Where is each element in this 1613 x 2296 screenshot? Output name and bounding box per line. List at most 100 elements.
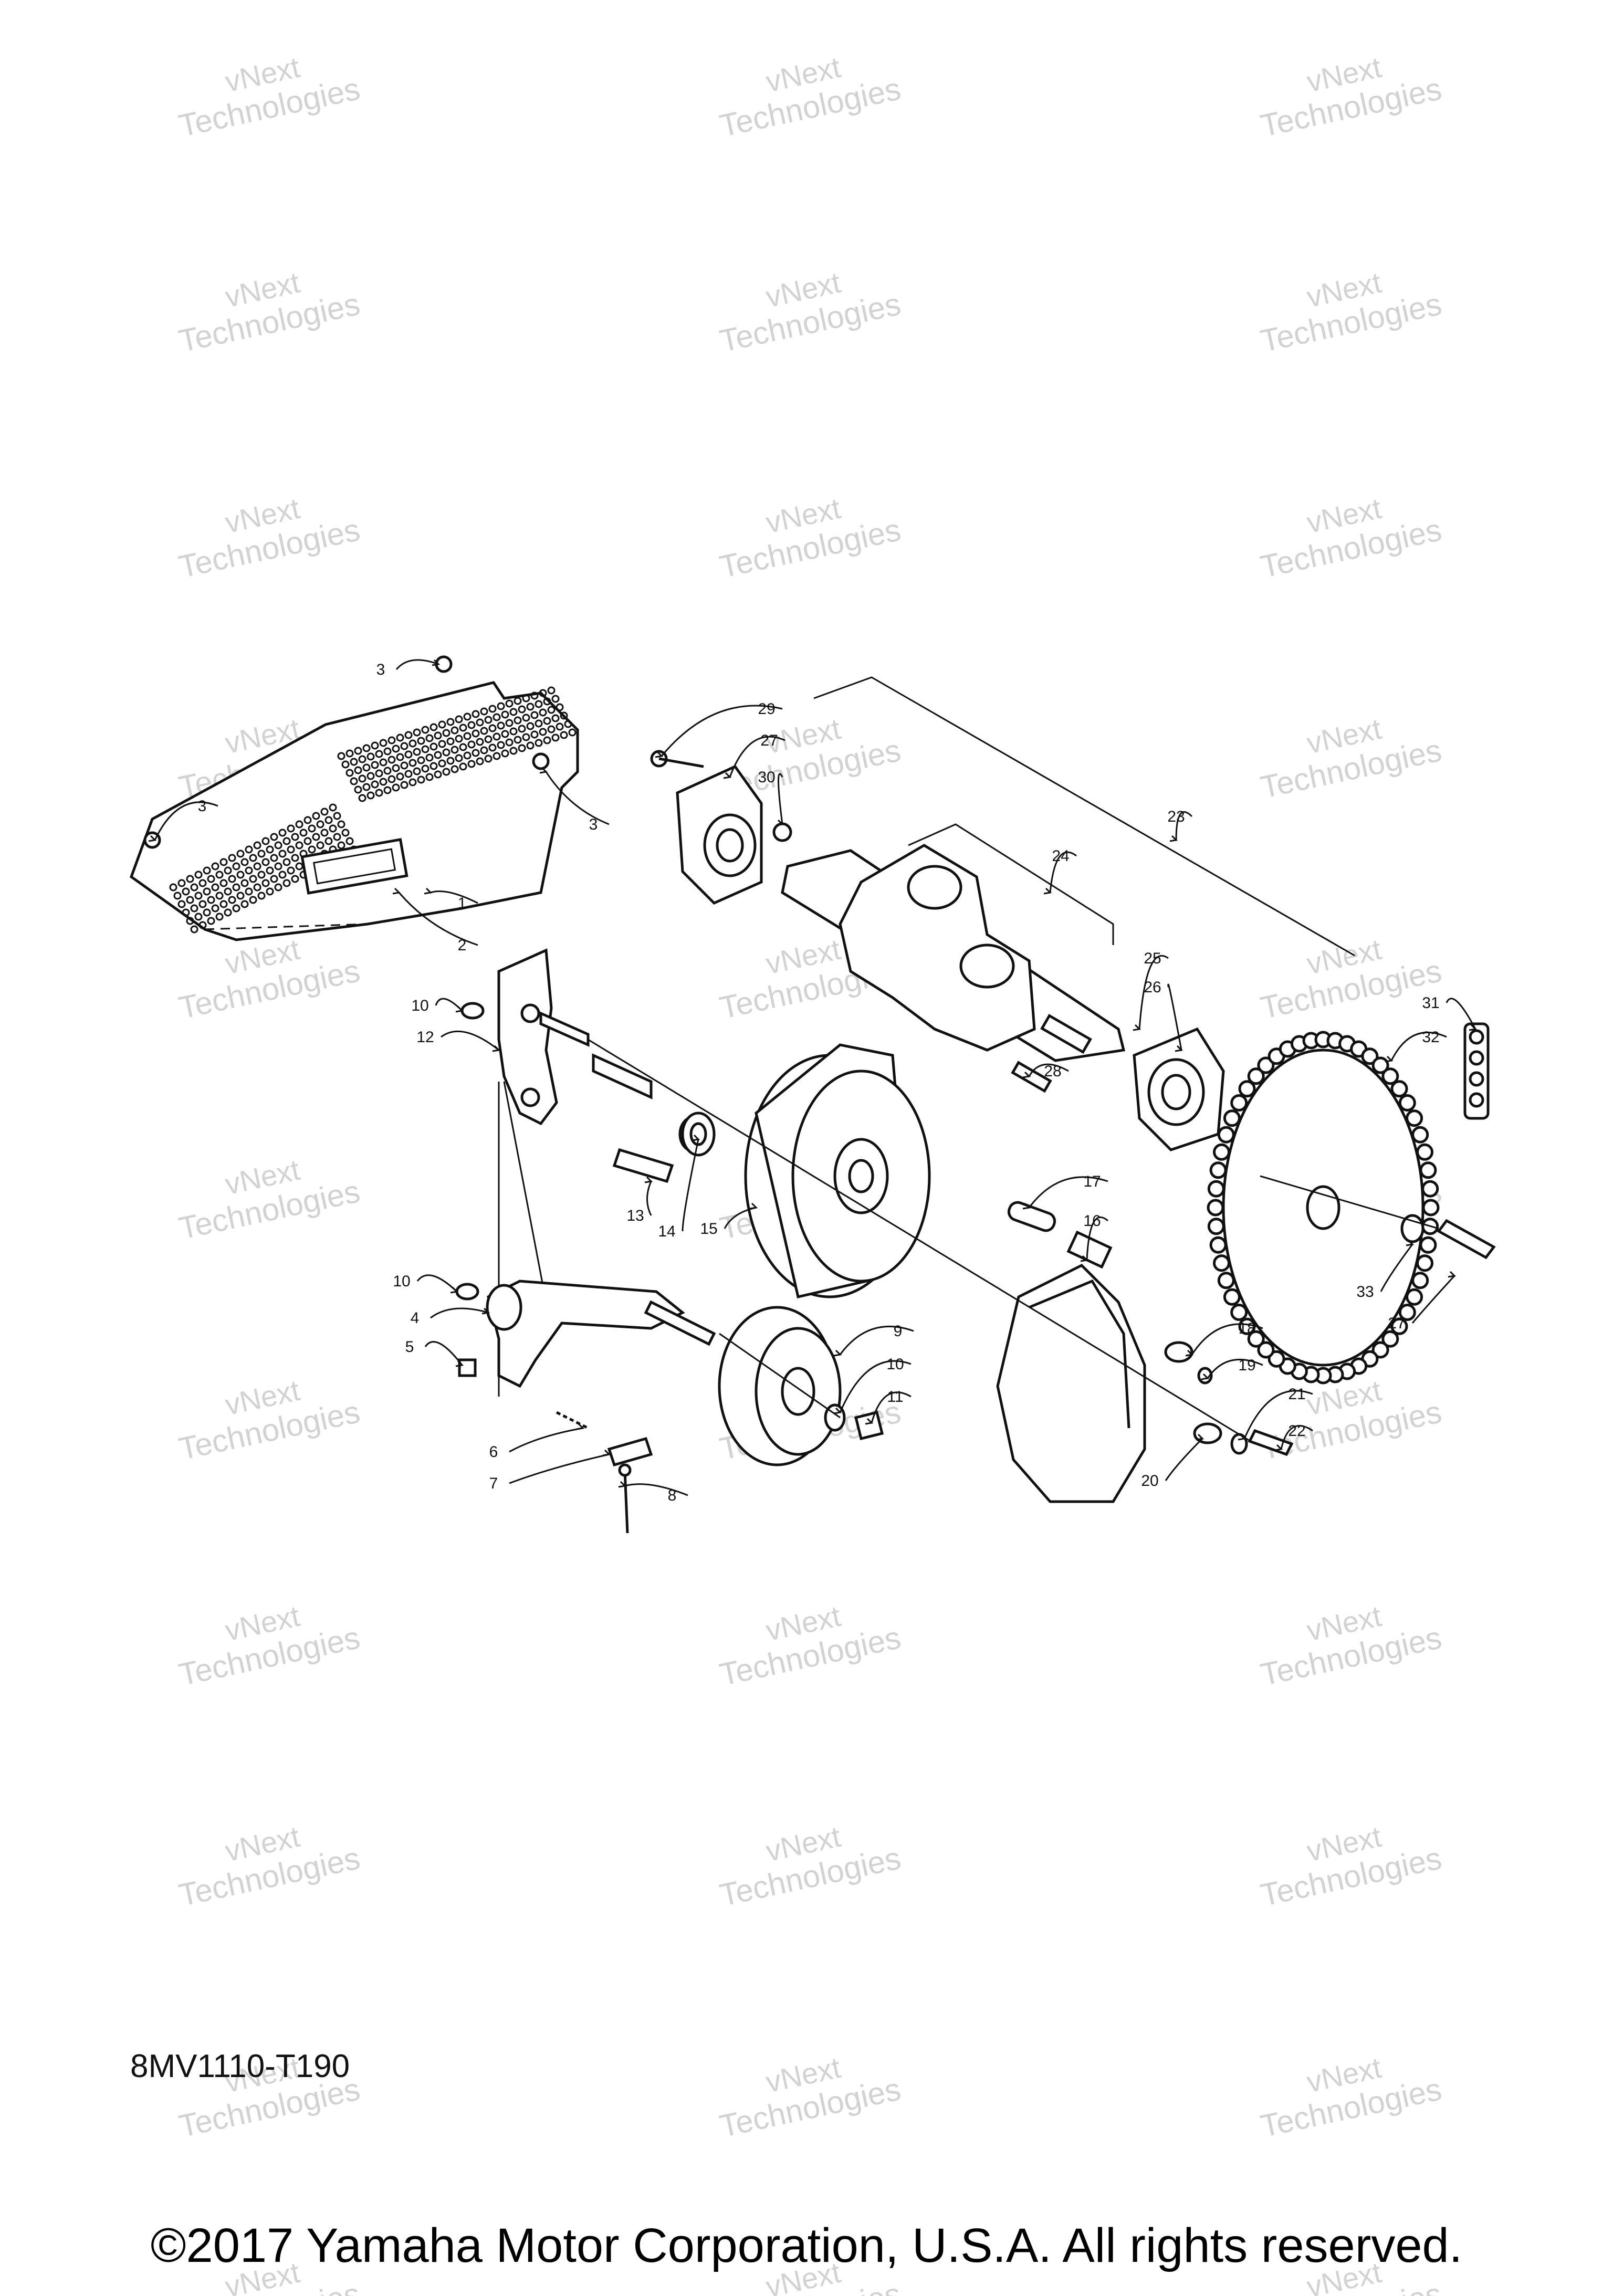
- callout-arrow: [432, 659, 441, 666]
- perforation-hole: [547, 706, 556, 714]
- perforation-hole: [501, 730, 509, 738]
- callout-leader: [661, 705, 783, 757]
- perforation-hole: [228, 854, 236, 862]
- perforation-hole: [266, 866, 274, 875]
- perforation-hole: [556, 703, 564, 711]
- perforation-hole: [526, 703, 535, 711]
- perforation-hole: [514, 736, 522, 744]
- callout-leader: [646, 1181, 652, 1216]
- perforation-hole: [539, 728, 547, 736]
- sprocket-tooth: [1207, 1180, 1225, 1198]
- perforation-hole: [341, 829, 350, 837]
- perforation-hole: [253, 841, 261, 850]
- perforation-hole: [526, 741, 535, 750]
- perforation-hole: [194, 913, 203, 921]
- perforation-hole: [379, 778, 387, 786]
- perforation-hole: [375, 750, 383, 758]
- callout-arrow: [481, 1307, 490, 1315]
- perforation-hole: [488, 743, 497, 752]
- callout-arrow: [1201, 1373, 1210, 1380]
- callout-arrow: [424, 887, 433, 895]
- perforation-hole: [493, 713, 501, 721]
- perforation-hole: [383, 767, 392, 775]
- callout-leader: [1280, 1425, 1313, 1450]
- perforation-hole: [312, 812, 320, 820]
- perforation-hole: [316, 841, 324, 850]
- perforation-hole: [535, 719, 543, 728]
- callout-25: 25: [1144, 950, 1161, 967]
- callout-26: 26: [1144, 979, 1161, 996]
- perforation-hole: [270, 833, 278, 841]
- perforation-hole: [249, 896, 257, 904]
- perforation-hole: [261, 858, 270, 866]
- perforation-hole: [421, 745, 430, 753]
- perforation-hole: [396, 772, 404, 781]
- callout-32: 32: [1422, 1029, 1439, 1046]
- callout-leader: [839, 1360, 912, 1413]
- perforation-hole: [350, 777, 358, 785]
- callout-arrow: [455, 1360, 464, 1367]
- perforation-hole: [299, 829, 308, 837]
- sprocket-tooth: [1230, 1094, 1248, 1112]
- perforation-hole: [236, 871, 245, 879]
- sprocket-tooth: [1398, 1304, 1416, 1321]
- perforation-hole: [509, 727, 518, 736]
- callout-arrow: [833, 1407, 842, 1414]
- sprocket-tooth: [1223, 1288, 1241, 1306]
- perforation-hole: [518, 705, 526, 714]
- perforation-hole: [236, 850, 245, 858]
- perforation-hole: [198, 921, 207, 929]
- perforation-hole: [387, 736, 396, 745]
- perforation-hole: [392, 783, 400, 792]
- perforation-hole: [249, 854, 257, 862]
- perforation-hole: [480, 746, 488, 754]
- perforation-hole: [316, 820, 324, 829]
- callout-21: 21: [1288, 1386, 1305, 1403]
- perforation-hole: [497, 741, 505, 749]
- perforation-hole: [430, 723, 438, 731]
- perforation-hole: [455, 735, 463, 743]
- perforation-hole: [467, 740, 476, 749]
- perforation-hole: [270, 875, 278, 883]
- callout-arrow: [1175, 1045, 1183, 1052]
- perforation-hole: [287, 845, 295, 854]
- sprocket-tooth: [1390, 1317, 1408, 1335]
- perforation-hole: [337, 752, 345, 760]
- callout-30: 30: [758, 769, 775, 786]
- callout-arrow: [1022, 1202, 1031, 1210]
- perforation-hole: [253, 862, 261, 871]
- perforation-hole: [446, 737, 455, 746]
- callout-16: 16: [1083, 1212, 1101, 1230]
- perforation-hole: [320, 829, 329, 837]
- perforation-hole: [366, 772, 375, 780]
- callout-leader: [1165, 1438, 1203, 1481]
- perforation-hole: [530, 730, 539, 739]
- perforation-hole: [497, 702, 505, 710]
- perforation-hole: [400, 761, 409, 770]
- perforation-hole: [266, 887, 274, 896]
- perforation-hole: [413, 767, 421, 775]
- perforation-hole: [425, 753, 434, 762]
- callout-leader: [1207, 1358, 1263, 1379]
- perforation-hole: [451, 726, 459, 735]
- perforation-hole: [308, 845, 316, 854]
- callout-20: 20: [1141, 1472, 1158, 1490]
- pivot-arm: [455, 1280, 716, 1534]
- perforation-hole: [249, 875, 257, 883]
- callout-leader: [509, 1427, 583, 1453]
- perforation-hole: [505, 719, 514, 727]
- perforation-hole: [476, 718, 484, 727]
- callout-arrow: [1043, 887, 1052, 895]
- perforation-hole: [564, 720, 572, 728]
- perforation-hole: [245, 866, 253, 875]
- perforation-hole: [387, 756, 396, 764]
- perforation-hole: [509, 708, 518, 716]
- perforation-hole: [232, 862, 240, 871]
